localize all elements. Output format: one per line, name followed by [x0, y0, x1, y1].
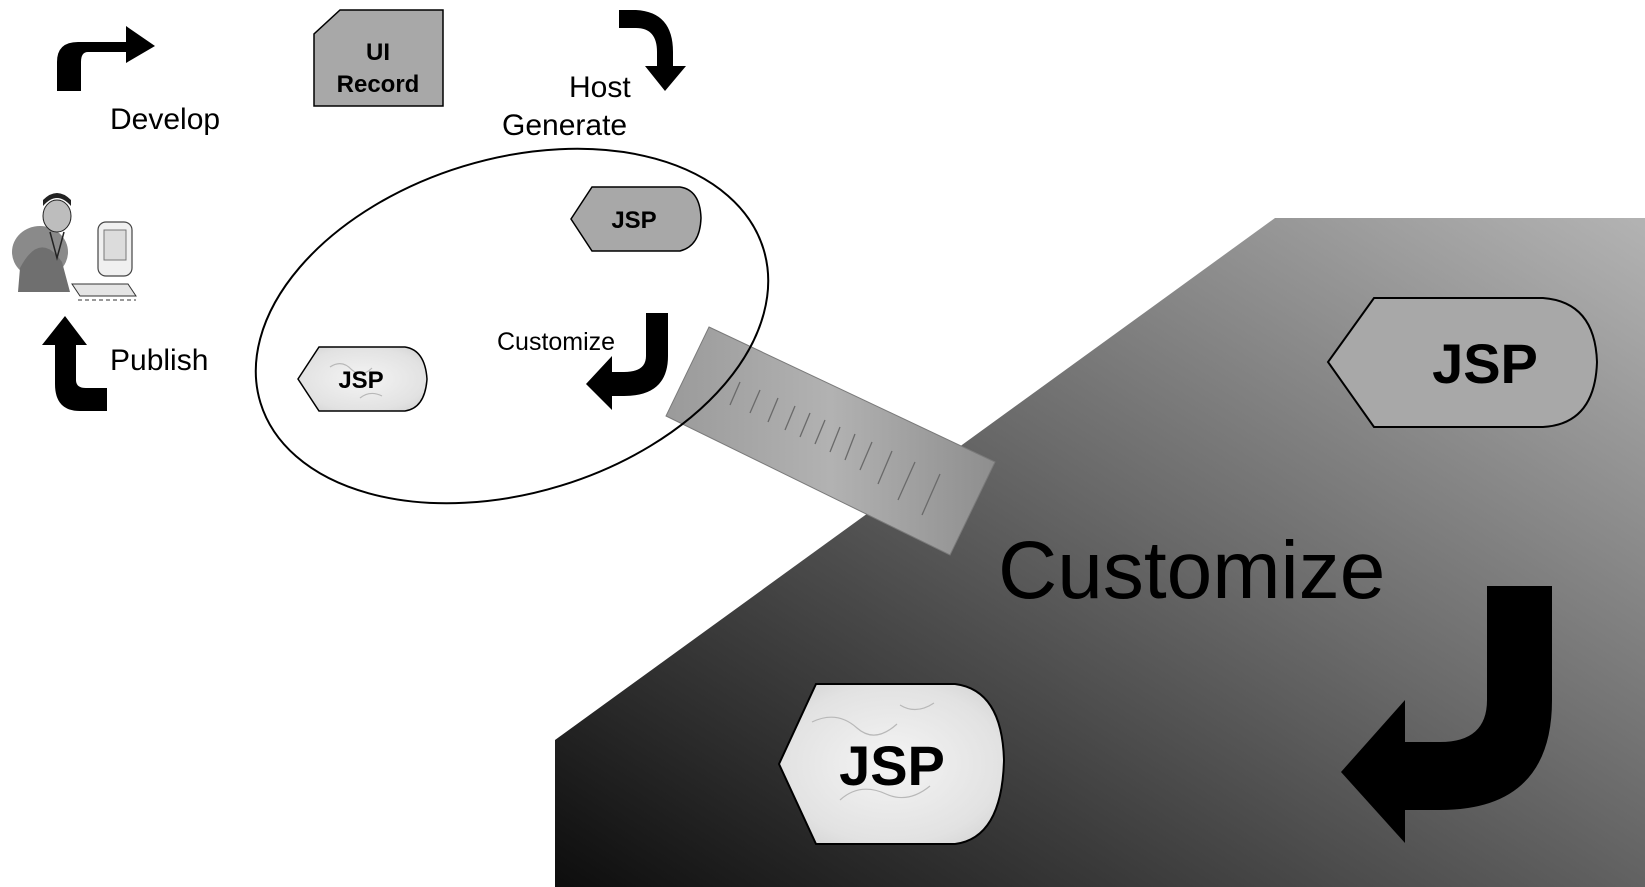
- curved-arrow-up-icon: [42, 316, 107, 411]
- generate-label: Generate: [502, 109, 627, 142]
- jsp-shape-grey-large: [1326, 297, 1599, 428]
- jsp-label-grey-small: JSP: [611, 207, 656, 234]
- curved-arrow-right-icon: [57, 26, 155, 91]
- customize-large-label: Customize: [998, 525, 1385, 616]
- jsp-label-grey-large: JSP: [1432, 332, 1538, 395]
- jsp-label-marble-large: JSP: [839, 734, 945, 797]
- curved-arrow-down-icon: [619, 10, 686, 91]
- curved-arrow-down-left-icon: [1341, 586, 1552, 843]
- workflow-ellipse: [254, 147, 770, 505]
- ui-record-line1: UI: [366, 39, 390, 66]
- marble-texture: [329, 363, 935, 801]
- host-label: Host: [569, 71, 631, 104]
- jsp-shape-grey-small: [570, 186, 702, 252]
- jsp-shape-marble-large: [777, 683, 1006, 845]
- develop-label: Develop: [110, 103, 220, 136]
- jsp-label-marble-small: JSP: [338, 367, 383, 394]
- customize-small-label: Customize: [497, 328, 615, 356]
- jsp-shape-marble-small: [297, 346, 428, 412]
- curved-arrow-down-left-icon: [586, 313, 668, 410]
- zoom-beam-icon: [665, 326, 996, 556]
- ui-record-line2: Record: [337, 71, 420, 98]
- developer-at-computer-icon: [12, 193, 137, 301]
- publish-label: Publish: [110, 344, 208, 377]
- ui-record-shape: [313, 9, 444, 107]
